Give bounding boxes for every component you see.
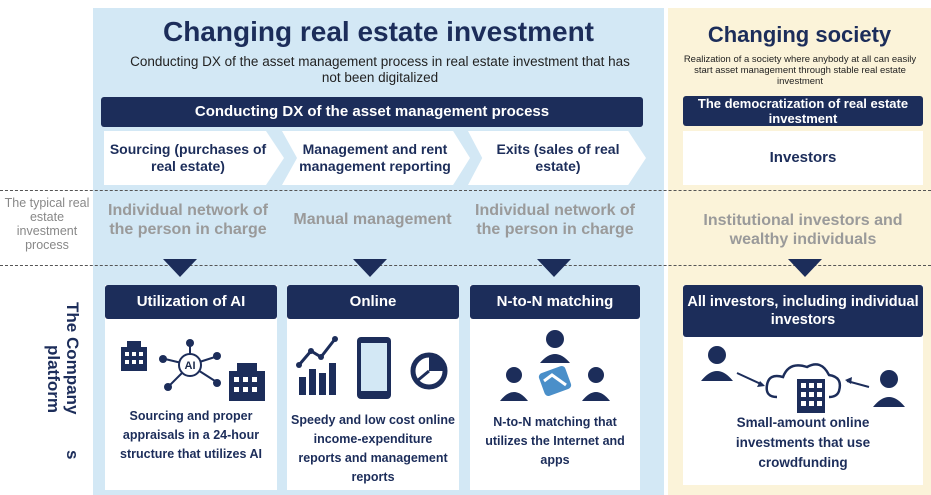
card-heading-online: Online	[287, 285, 459, 319]
card-description-ai: Sourcing and proper appraisals in a 24-h…	[120, 409, 262, 461]
typical-item-investors: Institutional investors and wealthy indi…	[703, 212, 903, 248]
platform-label: The Company platform s	[30, 290, 82, 470]
step-management-label: Management and rent management reporting	[299, 141, 451, 174]
down-arrow-icon	[537, 259, 571, 277]
divider-top	[0, 190, 931, 191]
platform-card-matching: N-to-N matching N-to-N matching that uti…	[470, 285, 640, 490]
card-heading-investors: All investors, including individual inve…	[683, 285, 923, 337]
investors-box: Investors	[683, 131, 923, 185]
card-description-investors: Small-amount online investments that use…	[735, 415, 871, 470]
platform-card-ai: Utilization of AI AI Sourcing and proper…	[105, 285, 277, 490]
card-heading-matching: N-to-N matching	[470, 285, 640, 319]
people-matching-icon	[500, 330, 610, 401]
online-devices-icon	[296, 336, 448, 399]
step-exits-label: Exits (sales of real estate)	[496, 141, 620, 174]
platform-card-online: Online Speedy and low cost online income…	[287, 285, 459, 490]
ai-network-icon	[121, 339, 265, 401]
typical-item-exits: Individual network of the person in char…	[475, 202, 636, 238]
left-title: Changing real estate investment	[162, 16, 594, 47]
platform-label-line2: platform	[44, 345, 63, 413]
right-subtitle: Realization of a society where anybody a…	[683, 54, 917, 87]
right-title: Changing society	[707, 22, 892, 47]
crowdfunding-icon	[701, 346, 905, 413]
platform-label-suffix: s	[63, 450, 82, 460]
down-arrow-icon	[788, 259, 822, 277]
down-arrow-icon	[353, 259, 387, 277]
democratization-bar: The democratization of real estate inves…	[683, 96, 923, 126]
card-description-matching: N-to-N matching that utilizes the Intern…	[485, 415, 625, 467]
platform-label-line1: The Company	[63, 302, 82, 415]
dx-bar: Conducting DX of the asset management pr…	[101, 97, 643, 127]
ai-icon-label: AI	[184, 360, 196, 372]
typical-item-sourcing: Individual network of the person in char…	[108, 202, 269, 238]
left-subtitle: Conducting DX of the asset management pr…	[130, 54, 630, 85]
typical-process-label: The typical real estate investment proce…	[4, 196, 90, 252]
step-sourcing: Sourcing (purchases of real estate)	[104, 131, 284, 185]
down-arrow-icon	[163, 259, 197, 277]
platform-card-investors: All investors, including individual inve…	[683, 285, 923, 485]
card-description-online: Speedy and low cost online income-expend…	[291, 413, 455, 484]
step-sourcing-label: Sourcing (purchases of real estate)	[109, 141, 267, 174]
step-management: Management and rent management reporting	[282, 131, 470, 185]
typical-item-management: Manual management	[293, 211, 452, 228]
step-exits: Exits (sales of real estate)	[468, 131, 646, 185]
card-heading-ai: Utilization of AI	[105, 285, 277, 319]
divider-bottom	[0, 265, 931, 266]
